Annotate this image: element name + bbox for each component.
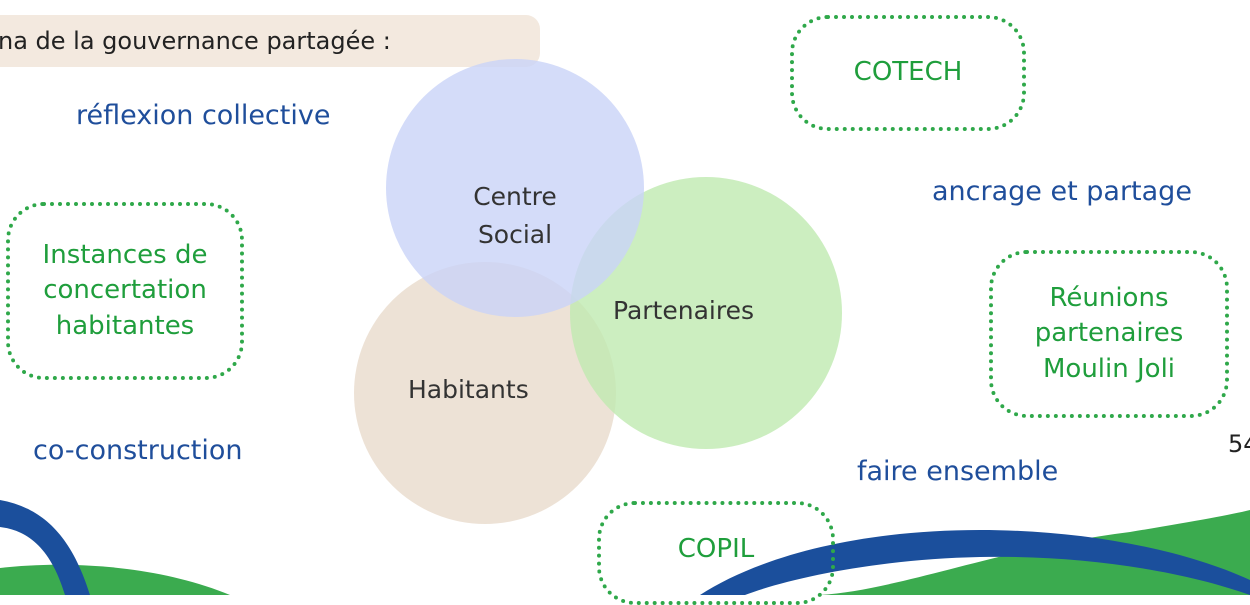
venn-label-partenaires: Partenaires [613, 296, 754, 325]
instance-concertation-habitantes: Instances de concertation habitantes [6, 202, 244, 380]
instance-reunions-line1: Réunions [1049, 283, 1169, 314]
instance-reunions-line3: Moulin Joli [1042, 353, 1176, 384]
keyword-co-construction: co-construction [33, 435, 243, 466]
circle-centre-social [386, 59, 644, 317]
venn-label-centre-social-line1: Centre [473, 182, 557, 211]
keyword-faire-ensemble: faire ensemble [857, 456, 1059, 487]
wave-blue-left [0, 500, 90, 595]
keyword-reflexion-collective: réflexion collective [76, 100, 331, 131]
instance-concertation-line3: habitantes [55, 310, 195, 341]
page-title: na de la gouvernance partagée : [0, 27, 391, 55]
instance-concertation-line1: Instances de [42, 240, 208, 271]
wave-blue-right [700, 530, 1250, 595]
venn-label-centre-social: Centre Social [445, 178, 585, 253]
instance-reunions-partenaires: Réunions partenaires Moulin Joli [989, 250, 1229, 418]
keyword-ancrage-et-partage: ancrage et partage [932, 176, 1192, 207]
wave-green-left [0, 564, 230, 595]
instance-cotech: COTECH [790, 15, 1026, 131]
title-banner: na de la gouvernance partagée : [0, 15, 540, 67]
instance-copil-label: COPIL [677, 534, 755, 565]
instance-copil: COPIL [597, 501, 835, 605]
instance-reunions-line2: partenaires [1034, 318, 1184, 349]
venn-label-centre-social-line2: Social [477, 219, 553, 249]
page-number: 54 [1228, 430, 1250, 458]
instance-concertation-line2: concertation [43, 275, 207, 306]
instance-cotech-label: COTECH [853, 57, 963, 88]
venn-label-habitants: Habitants [408, 375, 529, 404]
